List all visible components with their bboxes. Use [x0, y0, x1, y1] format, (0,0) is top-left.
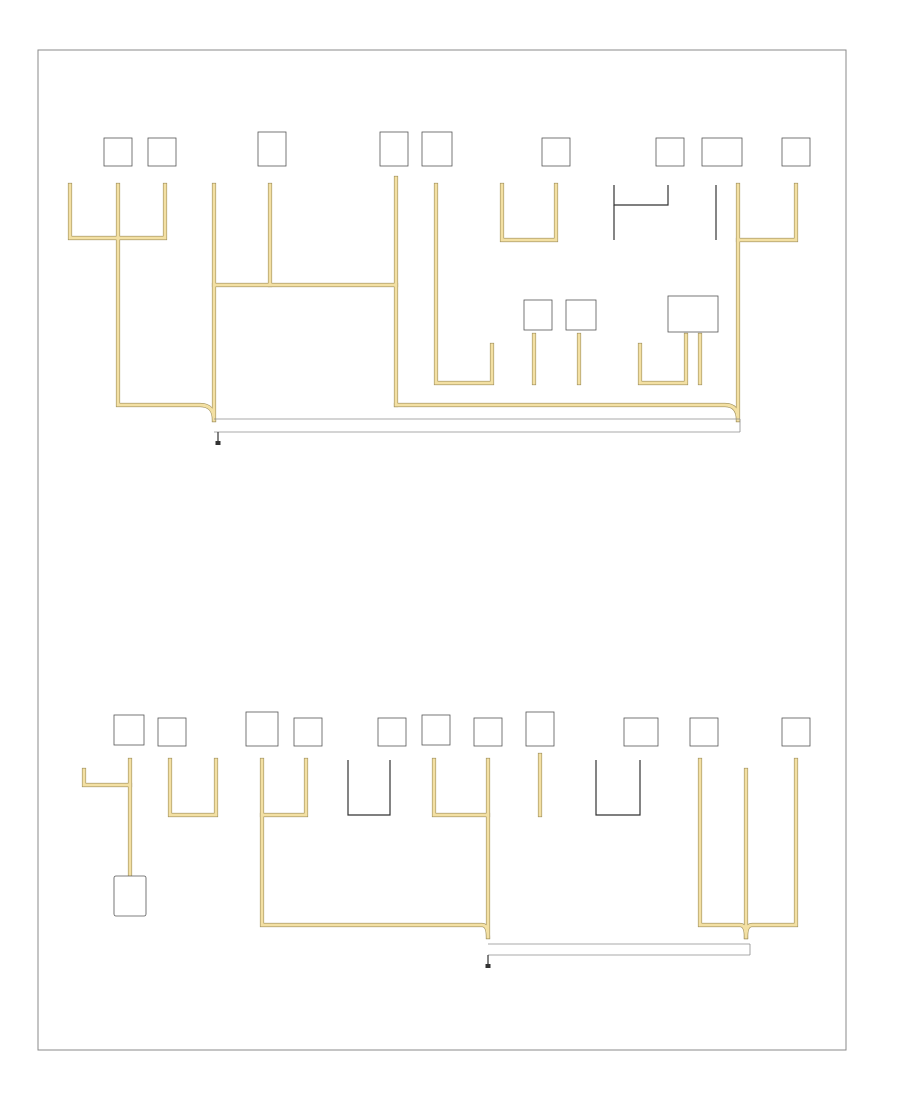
connector [541, 137, 571, 167]
connector [523, 299, 553, 331]
connector [421, 714, 451, 746]
connector [781, 717, 811, 747]
connector [667, 295, 719, 333]
top-wires [67, 175, 799, 423]
connector [379, 131, 409, 167]
connector [157, 717, 187, 747]
connector [473, 717, 503, 747]
diagram-frame [37, 49, 847, 1051]
top-circuit [67, 131, 811, 445]
bottom-wires [81, 752, 799, 940]
connector [147, 137, 177, 167]
connector [623, 717, 659, 747]
connector [701, 137, 743, 167]
connector [781, 137, 811, 167]
lower-component [113, 875, 147, 917]
bottom-ground-bus [487, 943, 751, 965]
connector [113, 714, 145, 746]
connector [257, 131, 287, 167]
bottom-ground-symbol [485, 964, 491, 968]
connector [689, 717, 719, 747]
connector [421, 131, 453, 167]
bottom-circuit [81, 711, 811, 968]
top-ground-symbol [215, 441, 221, 445]
connector [293, 717, 323, 747]
top-ground-bus [214, 418, 741, 442]
bottom-connectors [113, 711, 811, 917]
connector [525, 711, 555, 747]
connector [565, 299, 597, 331]
connector [245, 711, 279, 747]
connector [655, 137, 685, 167]
connector [377, 717, 407, 747]
connector [103, 137, 133, 167]
top-connectors [103, 131, 811, 333]
